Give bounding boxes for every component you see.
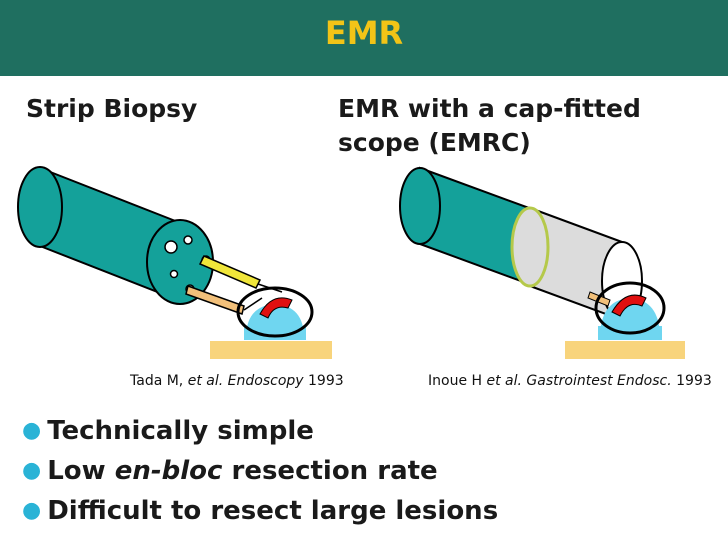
channel-hole <box>169 269 179 279</box>
citation-journal: Endoscopy <box>227 373 304 389</box>
citation-year: 1993 <box>308 373 344 389</box>
snare-sheath <box>185 285 245 315</box>
cap-rim <box>510 206 550 288</box>
lifted-mucosa <box>259 297 293 319</box>
bullet-item: ●Low en-bloc resection rate <box>22 456 438 486</box>
mucosa-tissue <box>565 341 685 359</box>
snare-icon <box>594 281 666 335</box>
slide-title: EMR <box>324 14 404 52</box>
right-heading: EMR with a cap-fitted scope (EMRC) <box>338 92 708 160</box>
bullet-list: ●Technically simple ●Low en-bloc resecti… <box>22 412 498 532</box>
scope-back-end <box>17 166 63 248</box>
bullet-item: ●Technically simple <box>22 416 314 446</box>
right-heading-line2: scope (EMRC) <box>338 128 531 157</box>
citation-author: Inoue H <box>428 373 483 389</box>
snare-icon <box>236 286 314 338</box>
citation-year: 1993 <box>676 373 712 389</box>
right-heading-line1: EMR with a cap-fitted <box>338 94 641 123</box>
grasping-forceps <box>198 255 262 289</box>
bullet-item: ●Difficult to resect large lesions <box>22 496 499 526</box>
bullet-dot-icon: ● <box>22 418 42 443</box>
title-bar <box>0 0 728 76</box>
mucosa-tissue <box>210 341 332 359</box>
channel-hole <box>183 235 193 245</box>
lifted-mucosa <box>611 294 647 317</box>
bullet-dot-icon: ● <box>22 498 42 523</box>
emrc-illustration <box>399 166 685 359</box>
strip-biopsy-illustration <box>17 166 332 359</box>
citation-journal: Gastrointest Endosc. <box>526 373 672 389</box>
citation-etal: et al. <box>486 373 522 389</box>
scope-back-end <box>399 167 441 245</box>
citation-left: Tada M, et al. Endoscopy 1993 <box>130 373 344 389</box>
citation-etal: et al. <box>187 373 224 389</box>
citation-right: Inoue H et al. Gastrointest Endosc. 1993 <box>428 373 712 389</box>
left-heading: Strip Biopsy <box>26 94 198 123</box>
bullet-dot-icon: ● <box>22 458 42 483</box>
channel-hole <box>164 240 178 254</box>
citation-author: Tada M, <box>130 373 184 389</box>
